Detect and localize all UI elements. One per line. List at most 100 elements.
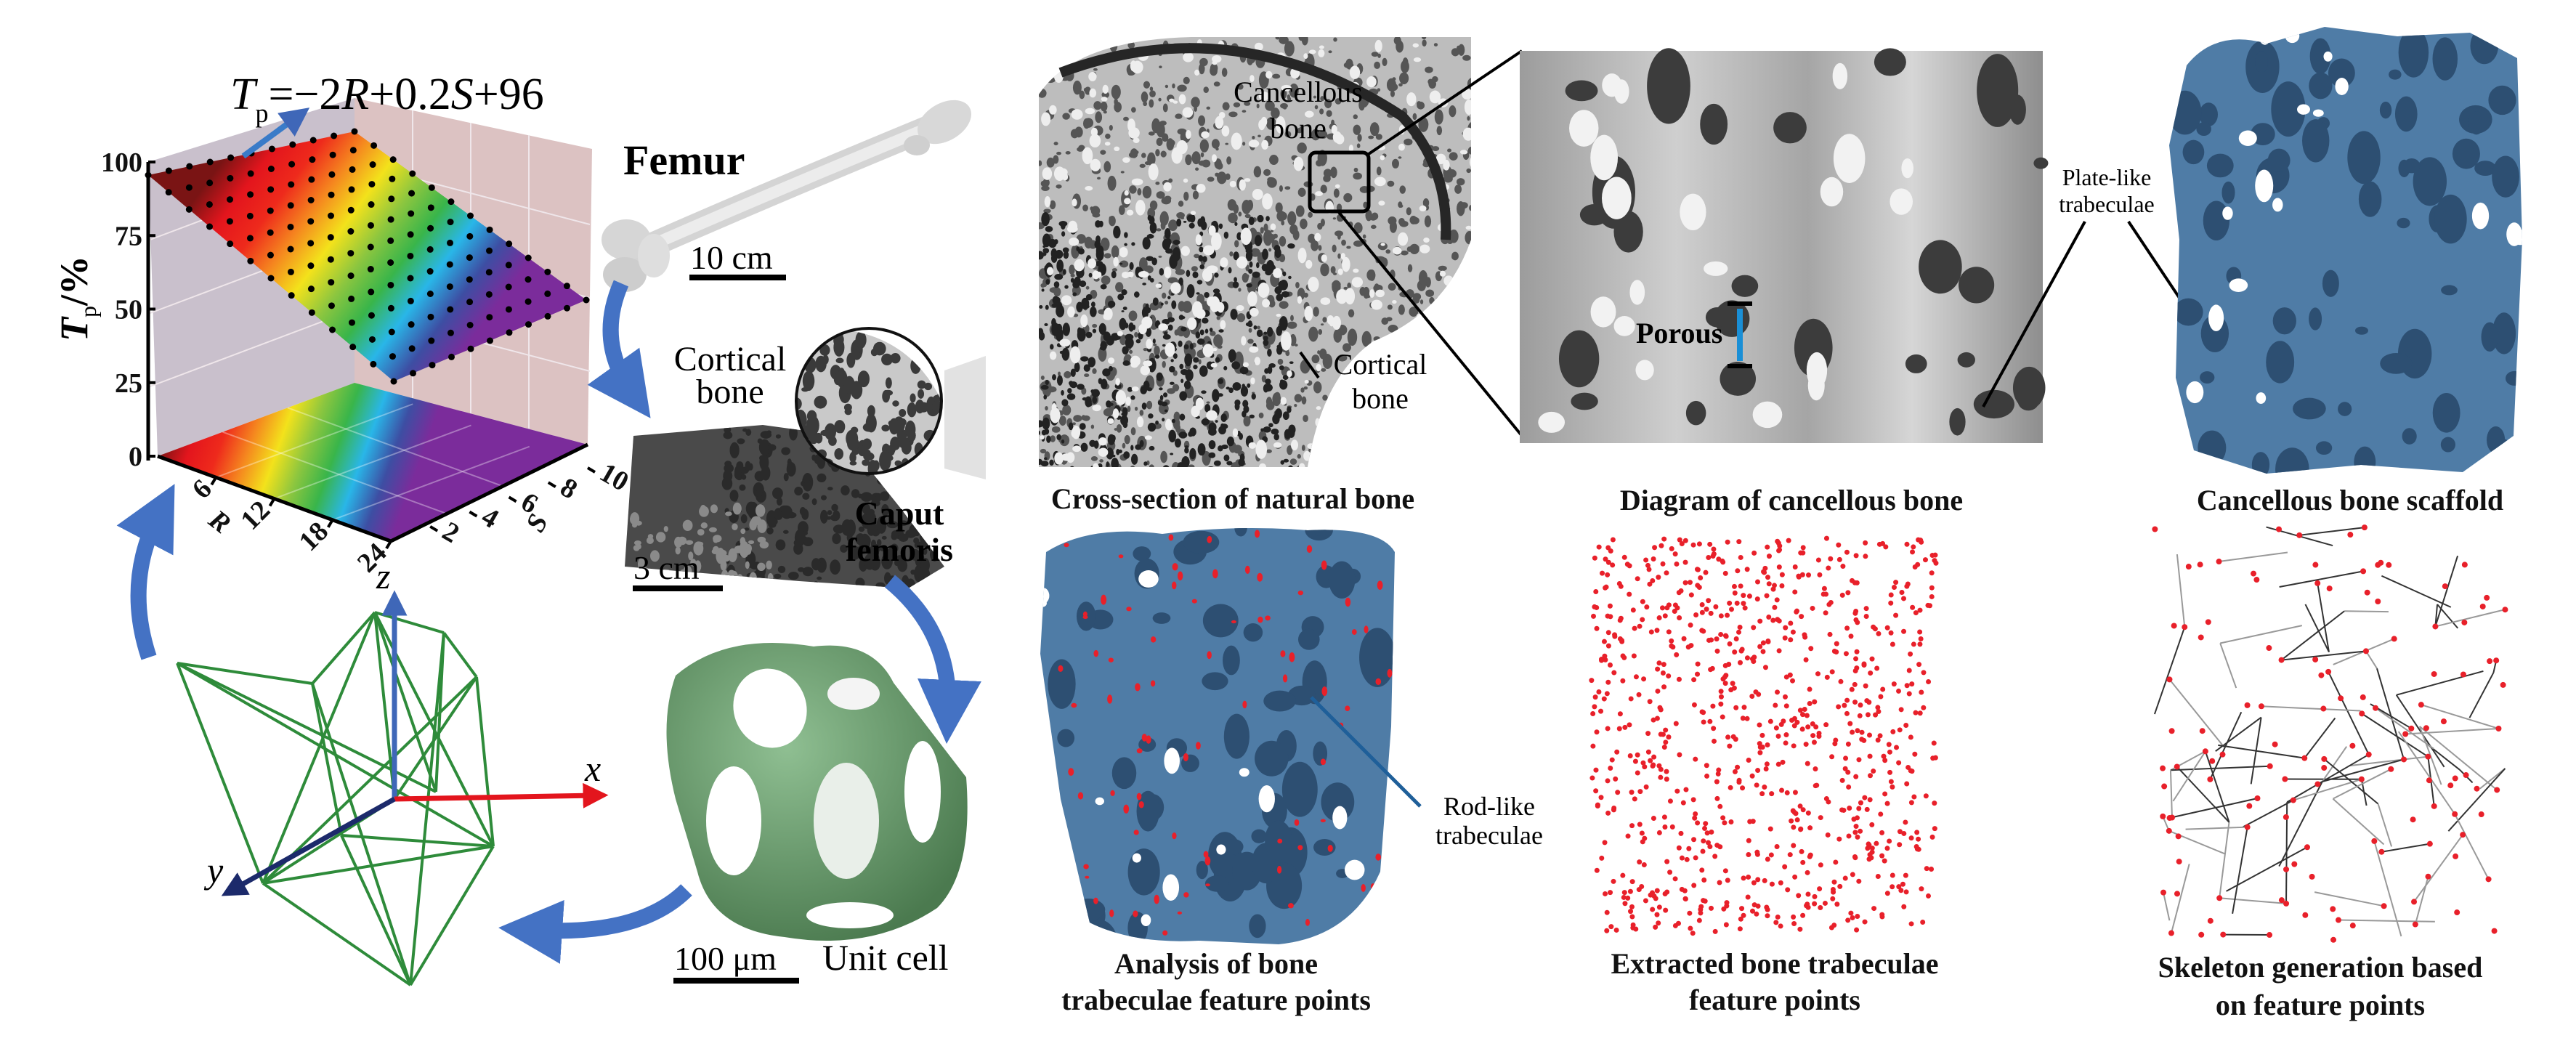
cancellous-highlight <box>1117 331 1123 336</box>
cancellous-pore <box>1147 233 1154 239</box>
feature-point <box>1664 570 1669 576</box>
feature-point <box>1855 728 1860 734</box>
feature-point <box>1905 764 1911 770</box>
feature-point <box>1706 554 1712 560</box>
feature-point <box>1929 867 1935 872</box>
cancellous-highlight <box>1438 438 1444 442</box>
bone-pore <box>929 463 941 482</box>
cancellous-pore <box>1250 248 1260 257</box>
cancellous-pore <box>1417 384 1421 386</box>
feature-point <box>1658 543 1664 548</box>
cancellous-pore <box>1343 192 1353 203</box>
feature-point <box>1924 866 1929 872</box>
cancellous-pore <box>1284 429 1292 439</box>
scaffold-pore <box>1204 875 1230 892</box>
scaffold-through-hole <box>2229 278 2248 292</box>
cancellous-highlight <box>1437 410 1444 422</box>
diagram-pore <box>1579 204 1609 226</box>
cancellous-pore <box>1271 108 1280 119</box>
feature-point <box>1593 588 1599 594</box>
cancellous-pore <box>1317 461 1321 466</box>
cancellous-highlight <box>1276 313 1281 317</box>
cancellous-pore <box>1467 293 1471 299</box>
cancellous-highlight <box>1254 42 1263 51</box>
feature-point <box>1853 656 1859 662</box>
bone-pore <box>721 477 733 490</box>
cancellous-highlight <box>1328 460 1335 467</box>
scaffold-through-hole <box>1345 859 1365 880</box>
feature-point <box>1628 696 1634 702</box>
cancellous-pore <box>1076 246 1080 252</box>
cancellous-pore <box>1040 375 1045 381</box>
feature-point <box>1820 591 1826 597</box>
feature-point <box>1126 607 1132 612</box>
feature-point <box>1759 732 1765 738</box>
cancellous-pore <box>1122 421 1128 429</box>
feature-point <box>1791 920 1797 926</box>
feature-point <box>1611 878 1616 884</box>
cancellous-pore <box>1074 276 1081 285</box>
feature-point <box>1746 874 1751 880</box>
cancellous-pore <box>1095 235 1101 244</box>
bone-pore <box>794 487 803 496</box>
cancellous-pore <box>1337 253 1341 259</box>
surface-data-point <box>446 283 453 291</box>
cancellous-pore <box>1227 199 1237 211</box>
bone-pore <box>881 503 889 516</box>
cancellous-pore <box>1169 365 1175 373</box>
skeleton-node <box>2267 763 2273 769</box>
cancellous-highlight <box>1430 362 1437 370</box>
cancellous-pore <box>1311 240 1319 251</box>
cancellous-highlight <box>1353 268 1359 273</box>
feature-point <box>1375 854 1382 861</box>
bone-pore <box>938 365 941 373</box>
cancellous-highlight <box>1115 378 1120 386</box>
scaffold-through-hole <box>1216 844 1226 855</box>
cancellous-pore <box>1041 185 1050 191</box>
feature-point <box>1709 829 1714 835</box>
feature-point <box>1722 662 1728 668</box>
bone-pore <box>729 570 739 585</box>
skeleton-node <box>2205 619 2211 625</box>
cancellous-pore <box>1467 115 1470 121</box>
cancellous-pore <box>1432 381 1435 388</box>
bone-pore <box>849 461 857 466</box>
feature-point <box>1620 872 1626 878</box>
cancellous-pore <box>1100 101 1108 112</box>
feature-point <box>1707 541 1713 547</box>
feature-point <box>1648 629 1654 635</box>
surface-data-point <box>409 170 416 177</box>
cancellous-highlight <box>1203 245 1215 256</box>
cancellous-pore <box>1162 292 1167 299</box>
feature-point <box>1812 766 1818 772</box>
skeleton-edge <box>2375 707 2434 750</box>
cancellous-pore <box>1469 205 1471 211</box>
surface-data-point <box>447 239 453 246</box>
feature-point <box>1592 604 1597 609</box>
cancellous-pore <box>1102 368 1111 377</box>
cancellous-pore <box>1407 264 1413 272</box>
cancellous-pore <box>1251 283 1258 287</box>
surface-data-point <box>583 296 590 304</box>
skeleton-edge <box>2434 555 2459 627</box>
feature-point <box>1699 709 1705 715</box>
scaffold-pore <box>2394 96 2418 132</box>
cancellous-highlight <box>1232 428 1239 437</box>
cancellous-pore <box>1397 419 1407 433</box>
cancellous-pore <box>1129 349 1133 354</box>
cancellous-pore <box>1208 428 1217 436</box>
feature-point <box>1769 791 1775 797</box>
feature-point <box>1746 852 1751 858</box>
skeleton-node <box>2309 873 2315 880</box>
diagram-pore-light <box>1569 110 1599 147</box>
cancellous-pore <box>1284 131 1292 138</box>
cancellous-pore <box>1301 445 1305 451</box>
cancellous-pore <box>1052 296 1059 305</box>
feature-point <box>1693 811 1698 816</box>
surface-data-point <box>165 189 172 196</box>
feature-point <box>1645 749 1651 755</box>
bone-pore <box>732 523 738 531</box>
cancellous-pore <box>1313 453 1319 461</box>
cancellous-pore <box>1228 212 1238 224</box>
cancellous-highlight <box>1240 227 1252 246</box>
